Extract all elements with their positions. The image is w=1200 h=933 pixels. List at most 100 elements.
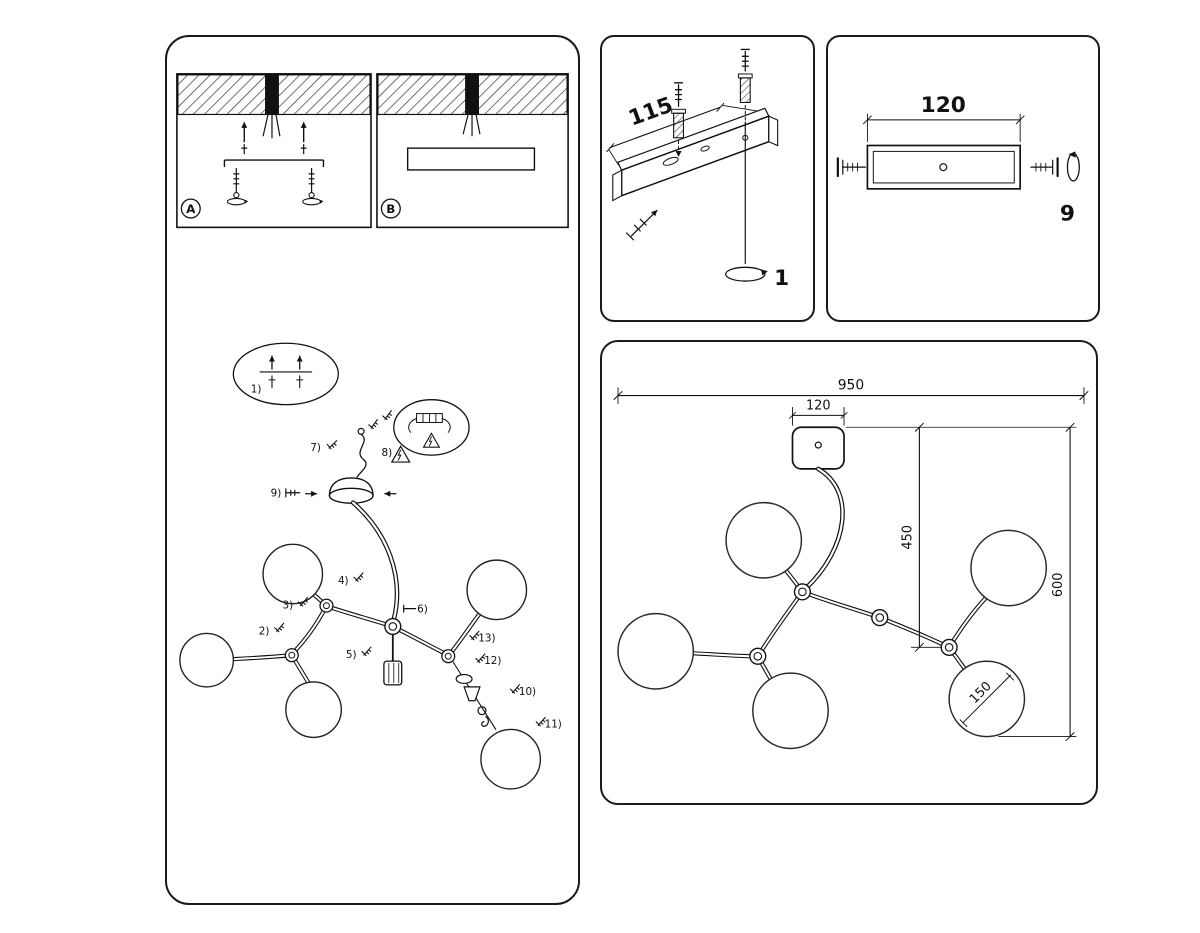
mounting-bracket — [223, 159, 325, 167]
screw-icon — [273, 622, 287, 634]
step-label-5: 5) — [346, 649, 357, 661]
rotation-arrow-icon — [319, 199, 324, 204]
long-screw — [625, 209, 658, 241]
stem-arm — [350, 500, 400, 622]
dimension-120: 120 — [862, 93, 1025, 142]
wall-anchor-right — [737, 48, 753, 121]
step-label-2: 2) — [259, 625, 270, 637]
dim-ticks — [862, 115, 1025, 125]
bracket-slot — [700, 145, 710, 152]
wire-ends — [262, 114, 281, 139]
bracket-panel: 115 — [600, 35, 815, 322]
step-label-13: 13) — [478, 632, 495, 644]
dimension-950: 950 — [613, 378, 1089, 404]
arms-outer — [691, 567, 988, 682]
rotation-arrow-icon — [760, 269, 768, 276]
glass-globe — [285, 681, 342, 739]
screw-icon — [673, 82, 684, 108]
mounting-bar — [866, 144, 1021, 190]
dimension-450: 450 — [900, 422, 942, 652]
option-b-badge — [380, 198, 401, 219]
dim-ticks — [613, 391, 1089, 400]
option-a-label: A — [186, 202, 196, 216]
glass-globe — [466, 559, 528, 621]
suspension-hook-parts — [356, 410, 395, 478]
step-label-4: 4) — [338, 575, 349, 587]
option-b-label: B — [386, 202, 395, 216]
anchors-detail-callout: 1) — [232, 342, 339, 406]
glass-globe — [262, 543, 324, 605]
dim-ticks — [606, 102, 725, 153]
side-screw-icon — [285, 488, 301, 498]
screw-with-loop — [302, 167, 324, 206]
glass-globe — [480, 728, 542, 790]
canopy-hole — [814, 441, 822, 449]
glass-globes — [617, 501, 1048, 750]
side-screw-left — [836, 157, 867, 178]
bar-panel: 120 — [826, 35, 1100, 322]
bracket-slot — [662, 156, 679, 166]
option-a-badge — [180, 198, 201, 219]
assembly-diagram: A B 1) — [176, 73, 569, 790]
option-b-frame — [376, 73, 569, 229]
glass-globe — [617, 612, 695, 690]
dim-ticks — [789, 411, 848, 419]
bracket-end-tab — [612, 169, 623, 202]
screw-icon — [326, 440, 339, 450]
arms-inner — [232, 588, 480, 684]
bar-length-label: 120 — [921, 93, 966, 118]
bracket-diagram: 115 — [606, 48, 789, 291]
ceiling-wires — [265, 74, 279, 115]
step-label-11: 11) — [545, 718, 562, 730]
screw-icon — [352, 572, 366, 583]
mounting-bracket-3d — [612, 107, 779, 202]
side-screw-icon — [403, 604, 417, 613]
anchor-bolts — [241, 144, 307, 155]
side-screw-right — [1030, 151, 1080, 182]
dimension-canopy-120: 120 — [789, 398, 848, 426]
part-9-label: 9 — [1060, 201, 1075, 226]
arms-outer — [231, 587, 482, 686]
screw-icon — [381, 410, 395, 422]
step-label-7: 7) — [310, 442, 321, 454]
wall-anchor-left — [671, 82, 686, 157]
ring-part — [477, 706, 487, 716]
step-label-10: 10) — [519, 686, 536, 698]
overall-drop-label: 600 — [1051, 573, 1066, 598]
wire-ends — [462, 114, 481, 137]
stem-arm-inner — [352, 501, 398, 621]
screw-icon — [740, 48, 750, 72]
warning-electricity-icon — [390, 445, 411, 463]
cone-part — [463, 686, 481, 702]
step-label-1: 1) — [251, 384, 262, 396]
dimensions-panel: 950 120 — [600, 340, 1098, 805]
washer-disc — [455, 673, 473, 685]
mounting-plate — [406, 147, 536, 171]
glass-globe — [752, 672, 829, 750]
ceiling-mount-option-a: A — [176, 73, 372, 229]
assembly-panel: A B 1) — [165, 35, 580, 905]
dimension-600: 600 — [998, 422, 1077, 742]
chain-link — [356, 433, 367, 478]
screw-with-loop — [226, 167, 249, 206]
rotation-arrow-icon — [244, 199, 249, 204]
glass-globe — [179, 632, 235, 688]
dim-ticks — [959, 672, 1015, 728]
screw-icon — [360, 646, 374, 657]
canopy-ring — [725, 121, 768, 282]
dim-extensions — [792, 406, 845, 426]
dim-extensions — [866, 113, 1021, 142]
step-label-3: 3) — [282, 600, 293, 612]
arms-inner — [692, 569, 987, 681]
step-label-12: 12) — [484, 655, 501, 667]
hook-part — [481, 716, 489, 728]
option-a-frame — [176, 73, 372, 229]
ceiling-wires — [465, 74, 479, 115]
rotation-ellipse — [1066, 152, 1080, 182]
step-label-9: 9) — [271, 488, 282, 500]
exploded-assembly: 1) 7) 8) — [179, 342, 562, 790]
stem-arm-inner — [805, 467, 844, 589]
lamp-socket — [383, 633, 403, 686]
step-label-8: 8) — [382, 447, 393, 459]
